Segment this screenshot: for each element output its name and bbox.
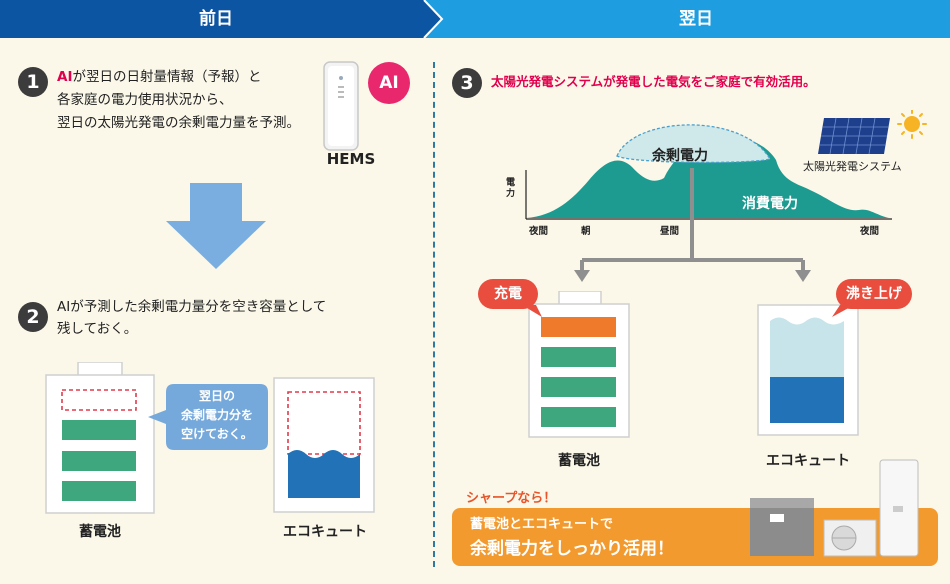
power-curve-chart [525, 124, 892, 220]
promo-line1: 蓄電池とエコキュートで [470, 517, 614, 532]
hems-device-icon [323, 61, 359, 151]
boil-bubble: 沸き上げ [846, 286, 902, 302]
chart-x-tick-night-end: 夜間 [860, 226, 880, 237]
promo-kicker: シャープなら！ [466, 491, 557, 506]
outdoor-unit-product-icon [823, 519, 877, 557]
header-label-previous-day: 前日 [199, 9, 233, 29]
battery-right-label: 蓄電池 [558, 453, 600, 469]
header-bar: 前日 翌日 [0, 0, 950, 39]
battery-left-charge-bar-2 [62, 451, 136, 471]
step1-ai-word: AI [57, 69, 73, 85]
solar-system-label: 太陽光発電システム [803, 160, 902, 173]
promo-line2: 余剰電力をしっかり活用！ [470, 539, 674, 559]
step3-text: 太陽光発電システムが発電した電気をご家庭で有効活用。 [491, 74, 816, 89]
hems-label: HEMS [326, 150, 376, 168]
speech-bubble-line3: 空けておく。 [181, 427, 253, 441]
section-divider [433, 62, 435, 567]
chart-x-tick-daytime: 昼間 [660, 226, 680, 237]
step2-number: 2 [18, 302, 48, 332]
ecocute-tank-icon-right [757, 304, 859, 436]
consumption-power-label: 消費電力 [742, 196, 798, 212]
speech-bubble-line2: 余剰電力分を [180, 408, 253, 422]
step1-line1-rest: が翌日の日射量情報（予報）と [72, 69, 262, 85]
step2-line1: AIが予測した余剰電力量分を空き容量として [57, 299, 327, 315]
ai-badge: AI [368, 62, 410, 104]
speech-bubble-shape [148, 384, 268, 450]
charge-bubble: 充電 [494, 286, 522, 302]
header-arrow-band [0, 0, 950, 39]
down-arrow-icon [166, 183, 266, 269]
battery-right-charge-bar-2 [541, 377, 616, 397]
step1-line2: 各家庭の電力使用状況から、 [57, 92, 233, 108]
chart-x-tick-morning: 朝 [581, 226, 591, 237]
boil-bubble-shape [832, 279, 912, 317]
sun-icon [897, 110, 927, 139]
battery-right-charge-bar-1 [541, 347, 616, 367]
ecocute-left-label: エコキュート [283, 524, 367, 540]
step1-line1: AIが翌日の日射量情報（予報）と [57, 66, 261, 88]
header-label-next-day: 翌日 [679, 9, 713, 29]
battery-left-charge-bar-3 [62, 481, 136, 501]
battery-right-charging-bar [541, 317, 616, 337]
chart-x-tick-night-start: 夜間 [529, 226, 549, 237]
step1-number: 1 [18, 67, 48, 97]
battery-right-charge-bar-3 [541, 407, 616, 427]
product-images [750, 459, 919, 557]
charge-bubble-shape [478, 279, 542, 317]
solar-panel-icon [818, 110, 927, 155]
water-heater-product-icon [879, 459, 919, 557]
surplus-power-label: 余剰電力 [652, 148, 708, 164]
step3-number: 3 [452, 68, 482, 98]
chart-y-axis-label: 電力 [506, 178, 516, 199]
ecocute-right-label: エコキュート [766, 453, 850, 469]
speech-bubble-text: 翌日の 余剰電力分を 空けておく。 [166, 387, 268, 444]
step2-line2: 残しておく。 [57, 321, 138, 337]
ecocute-tank-icon-left [273, 377, 375, 513]
battery-left-charge-bar-1 [62, 420, 136, 440]
speech-bubble-line1: 翌日の [198, 389, 235, 403]
distribution-arrows [574, 168, 811, 282]
step1-line3: 翌日の太陽光発電の余剰電力量を予測。 [57, 115, 300, 131]
storage-battery-product-icon [750, 498, 814, 556]
battery-left-label: 蓄電池 [79, 524, 121, 540]
